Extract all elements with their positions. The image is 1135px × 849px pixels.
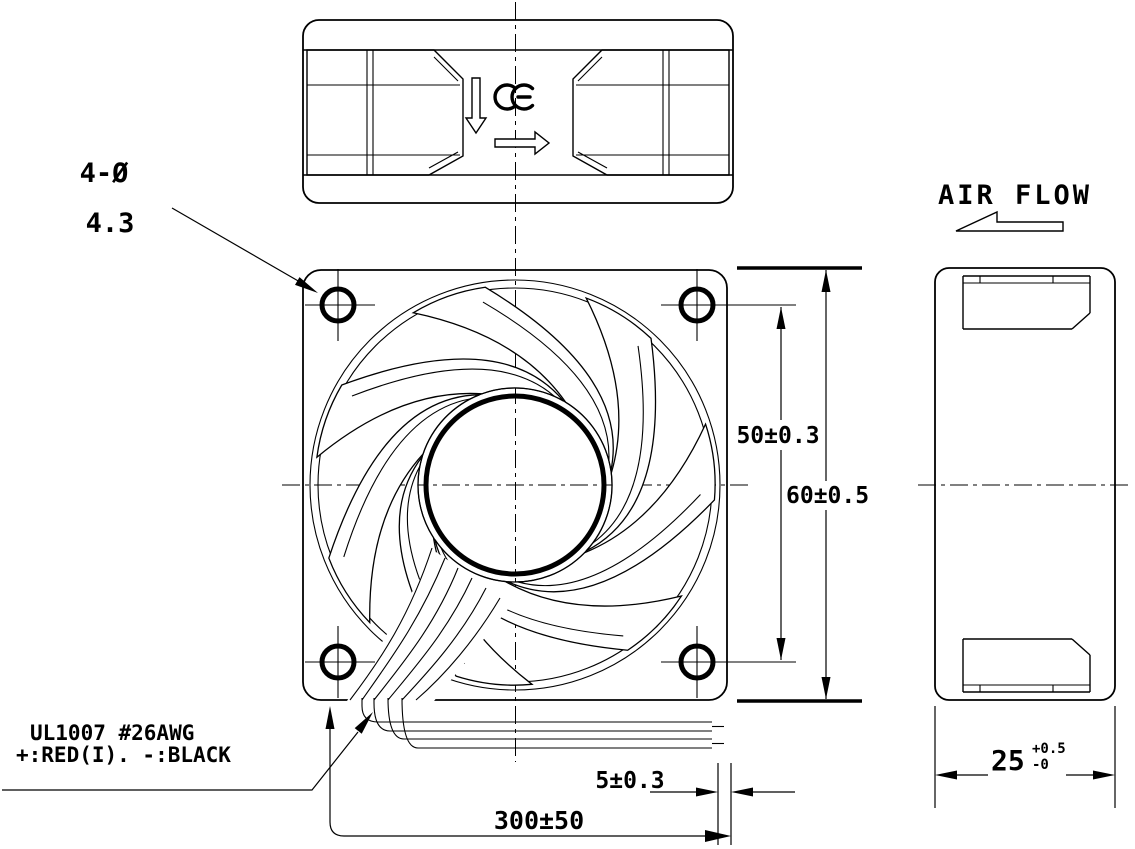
air-flow-label: AIR FLOW xyxy=(938,180,1092,211)
side-view-top-window xyxy=(962,275,1091,330)
dim-frame-depth-upper: +0.5 xyxy=(1032,741,1066,757)
ce-mark-icon xyxy=(493,83,535,111)
top-view xyxy=(302,19,734,204)
callout-holes-line2: 4.3 xyxy=(86,208,135,239)
dimension-hole-pitch: 50±0.3 xyxy=(731,307,824,660)
dimension-frame-depth: 25 +0.5 -0 xyxy=(934,706,1116,808)
dim-frame-depth-base: 25 xyxy=(991,744,1025,777)
top-view-left-window xyxy=(306,49,464,176)
dimension-lead-length: 300±50 xyxy=(325,706,731,842)
dim-hole-pitch-text: 50±0.3 xyxy=(736,423,819,449)
hub xyxy=(417,387,613,583)
dim-lead-strip-text: 5±0.3 xyxy=(595,768,664,794)
callout-holes-line1: 4-Ø xyxy=(80,158,130,189)
callout-mounting-holes: 4-Ø 4.3 xyxy=(80,158,318,293)
lead-wires xyxy=(361,697,724,749)
callout-air-flow: AIR FLOW xyxy=(938,180,1092,232)
top-view-right-window xyxy=(572,49,730,176)
mounting-holes xyxy=(305,269,796,698)
dimension-lead-strip: 5±0.3 xyxy=(595,763,795,845)
dimension-frame-size: 60±0.5 xyxy=(737,266,881,703)
dim-lead-length-text: 300±50 xyxy=(494,806,584,835)
dim-frame-depth-lower: -0 xyxy=(1032,757,1049,773)
impeller-blades xyxy=(316,286,716,686)
wire-note-line1: UL1007 #26AWG xyxy=(30,721,194,745)
side-view-bottom-window xyxy=(962,638,1091,693)
front-view xyxy=(302,269,796,749)
rotation-right-arrow-icon xyxy=(494,130,551,156)
callout-lead-wires: UL1007 #26AWG +:RED(I). -:BLACK xyxy=(2,712,373,791)
side-view xyxy=(934,267,1116,701)
wire-note-line2: +:RED(I). -:BLACK xyxy=(16,743,231,767)
airflow-down-arrow-icon xyxy=(464,77,488,135)
air-flow-left-arrow-icon xyxy=(955,210,1064,232)
dim-frame-size-text: 60±0.5 xyxy=(786,483,869,509)
wire-channel xyxy=(344,547,512,706)
